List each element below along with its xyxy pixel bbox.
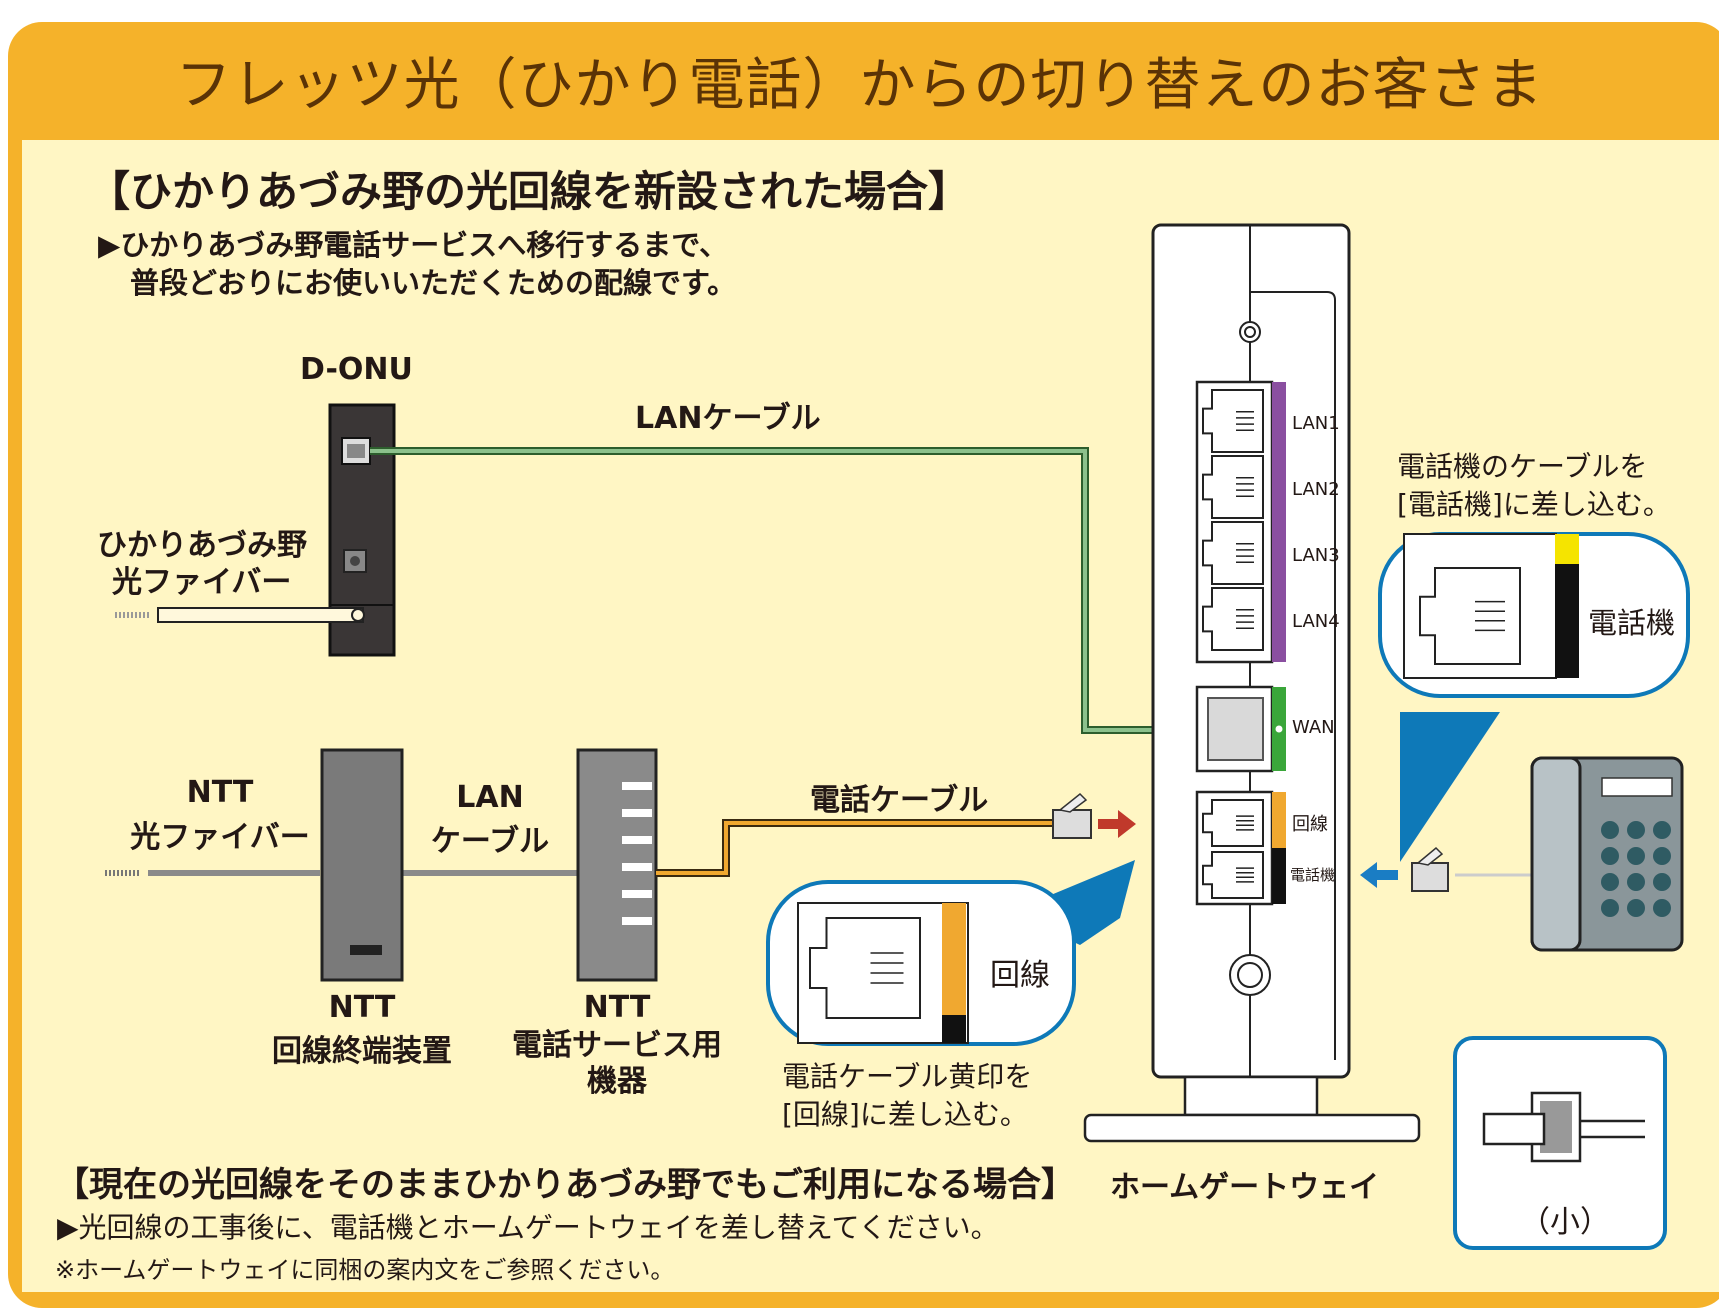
port-phone-label: 電話機 (1290, 866, 1336, 884)
ntt-phone-label-1: NTT (583, 990, 651, 1025)
section2-line1: ▶光回線の工事後に、電話機とホームゲートウェイを差し替えてください。 (57, 1211, 999, 1244)
section1-line1: ▶ひかりあづみ野電話サービスへ移行するまで、 (98, 228, 729, 262)
telephone-icon (1455, 756, 1684, 952)
lan-cable-line (370, 447, 1200, 734)
lan-port-4 (1202, 587, 1264, 651)
ntt-phone-label-2: 電話サービス用 (512, 1028, 722, 1063)
small-plug-label: （小） (1520, 1205, 1610, 1240)
d-onu-label: D-ONU (300, 352, 413, 387)
ntt-fiber-label-1: NTT (186, 775, 254, 810)
ntt-terminal-device (320, 748, 404, 982)
azumino-fiber-label-1: ひかりあづみ野 (97, 528, 307, 563)
line-callout-note-2: [回線]に差し込む。 (782, 1098, 1028, 1131)
section1-heading: 【ひかりあづみ野の光回線を新設された場合】 (88, 167, 971, 216)
port-lan3-label: LAN3 (1292, 545, 1340, 566)
line-port-zoom (809, 917, 921, 1019)
phone-callout-note-2: [電話機]に差し込む。 (1397, 488, 1671, 521)
lan-cable2-label-2: ケーブル (430, 824, 550, 859)
blue-arrow-icon (1360, 862, 1398, 888)
lan-cable2-label-1: LAN (456, 780, 524, 815)
azumino-fiber-label-2: 光ファイバー (112, 565, 292, 600)
phone-port-zoom (1419, 567, 1521, 665)
home-gateway-port-details (1202, 389, 1264, 899)
port-lan2-label: LAN2 (1292, 479, 1340, 500)
ntt-phone-device (576, 748, 658, 982)
port-lan1-label: LAN1 (1292, 413, 1340, 434)
section2-heading: 【現在の光回線をそのままひかりあづみ野でもご利用になる場合】 (55, 1165, 1075, 1205)
port-line-label: 回線 (1292, 814, 1328, 835)
small-plug-callout (1453, 1036, 1667, 1250)
ntt-terminal-label-1: NTT (328, 990, 396, 1025)
port-wan-label: WAN (1292, 717, 1335, 738)
section1-line2: 普段どおりにお使いいただくための配線です。 (130, 266, 737, 300)
azumino-fiber-cable (115, 607, 365, 623)
lan-port-1 (1202, 389, 1264, 453)
phone-callout-note-1: 電話機のケーブルを (1397, 450, 1648, 483)
phone-zoom-label: 電話機 (1588, 606, 1676, 640)
phone-cable-plug (1411, 846, 1449, 892)
phone-port (1202, 851, 1264, 899)
phone-port-callout (1378, 532, 1690, 862)
phone-cable-line (656, 792, 1092, 877)
home-gateway-label: ホームゲートウェイ (1110, 1170, 1380, 1205)
lan-port-2 (1202, 455, 1264, 519)
ntt-phone-label-3: 機器 (587, 1064, 647, 1099)
ntt-fiber-label-2: 光ファイバー (130, 820, 310, 855)
line-callout-note-1: 電話ケーブル黄印を (782, 1060, 1033, 1093)
section2-note: ※ホームゲートウェイに同梱の案内文をご参照ください。 (55, 1256, 675, 1284)
lan-cable-label: LANケーブル (635, 401, 821, 436)
page-title: フレッツ光（ひかり電話）からの切り替えのお客さま (175, 53, 1544, 118)
ntt-terminal-label-2: 回線終端装置 (272, 1034, 452, 1069)
lan-port-3 (1202, 521, 1264, 585)
red-arrow-icon (1098, 810, 1136, 838)
home-gateway-device (1083, 223, 1421, 1143)
line-port (1202, 799, 1264, 847)
line-zoom-label: 回線 (990, 958, 1050, 993)
phone-cable-label: 電話ケーブル (810, 783, 989, 818)
line-port-callout (766, 860, 1135, 1046)
port-lan4-label: LAN4 (1292, 611, 1340, 632)
